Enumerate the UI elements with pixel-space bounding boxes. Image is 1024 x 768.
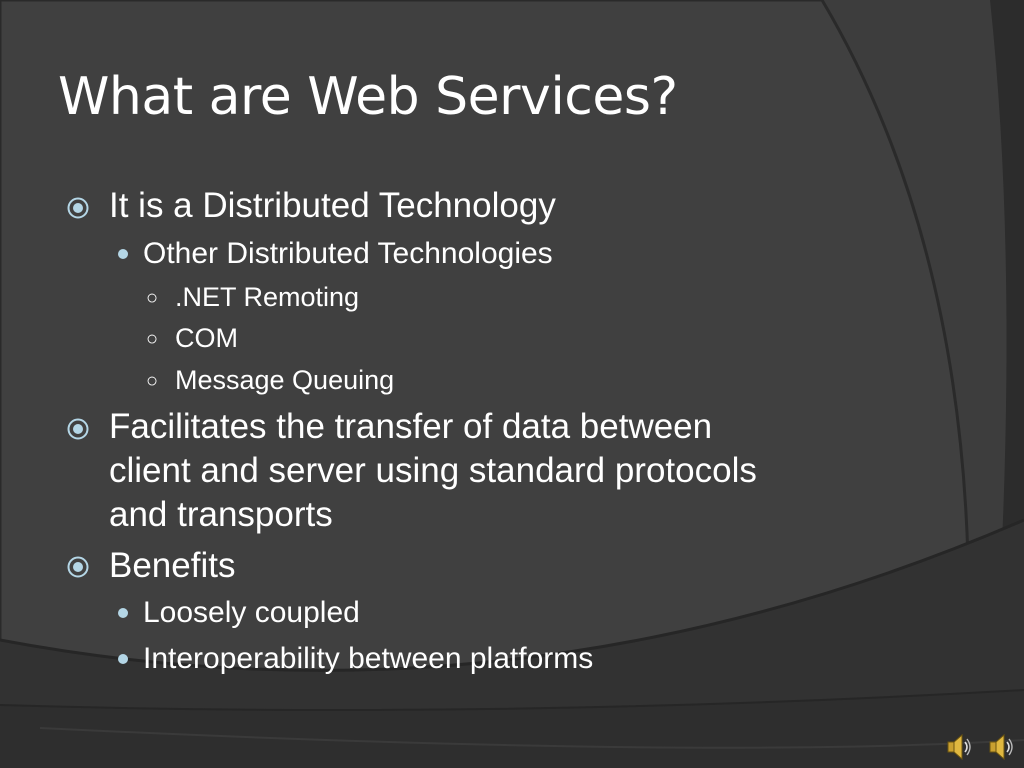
circled-dot-icon: [67, 197, 89, 219]
bullet-facilitates-line-1: Facilitates the transfer of data between: [109, 407, 713, 446]
bullet-com: COM: [175, 323, 238, 353]
circled-dot-icon: [67, 556, 89, 578]
hollow-circle-icon: ○: [146, 328, 159, 350]
bullet-net-remoting: .NET Remoting: [175, 282, 360, 312]
hollow-circle-icon: ○: [146, 287, 159, 309]
speaker-icon[interactable]: [988, 731, 1014, 763]
filled-dot-icon: [118, 654, 128, 664]
bullet-other-distributed-technologies: Other Distributed Technologies: [143, 237, 553, 270]
speaker-icon[interactable]: [946, 731, 972, 763]
bullet-distributed-technology: It is a Distributed Technology: [109, 186, 556, 225]
filled-dot-icon: [118, 249, 128, 259]
filled-dot-icon: [118, 608, 128, 618]
bullet-facilitates-line-3: and transports: [109, 495, 333, 534]
bullet-facilitates-line-2: client and server using standard protoco…: [109, 451, 757, 490]
bullet-loosely-coupled: Loosely coupled: [143, 596, 360, 629]
circled-dot-icon: [67, 418, 89, 440]
slide-title: What are Web Services?: [58, 67, 678, 127]
bullet-message-queuing: Message Queuing: [175, 365, 395, 395]
hollow-circle-icon: ○: [146, 370, 159, 392]
bullet-benefits: Benefits: [109, 546, 236, 585]
bullet-interoperability: Interoperability between platforms: [143, 642, 594, 675]
